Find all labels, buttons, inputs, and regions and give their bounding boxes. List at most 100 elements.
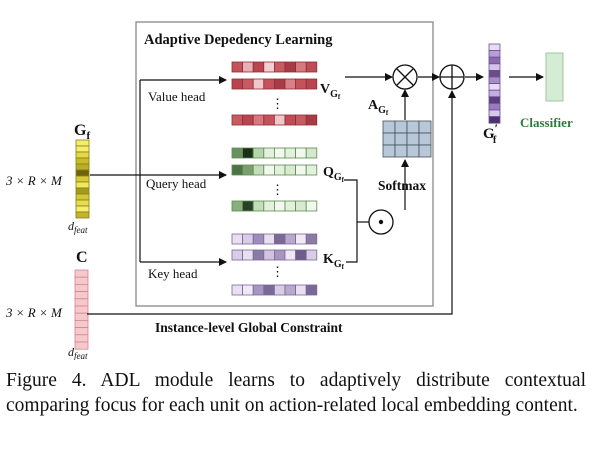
attention-cell <box>418 132 432 146</box>
query-embeddings <box>231 147 318 212</box>
a-symbol: AGf <box>368 98 389 117</box>
query-head-label: Query head <box>146 176 207 191</box>
key-cell <box>295 284 307 296</box>
value-cell <box>273 78 286 90</box>
value-cell <box>231 78 244 90</box>
input-g-dim: dfeat <box>68 219 88 235</box>
q-symbol: QGf <box>323 165 345 184</box>
value-ellipsis: ⋮ <box>271 96 284 111</box>
input-g-label: Gf <box>74 122 90 142</box>
g-cell <box>75 181 90 189</box>
key-cell <box>231 284 244 296</box>
attention-cell <box>418 120 432 134</box>
c-cell <box>74 298 89 307</box>
key-head-label: Key head <box>148 266 198 281</box>
g-cell <box>75 193 90 201</box>
attention-cell <box>406 144 420 158</box>
value-cell <box>273 61 286 73</box>
value-head-label: Value head <box>148 89 206 104</box>
v-symbol: VGf <box>320 82 341 101</box>
query-cell <box>252 147 265 159</box>
value-cell <box>231 114 244 126</box>
key-cell <box>305 284 318 296</box>
attention-cell <box>382 120 396 134</box>
output-stack <box>488 43 501 124</box>
query-cell <box>284 147 297 159</box>
output-cell <box>488 109 501 117</box>
query-cell <box>295 147 307 159</box>
query-cell <box>273 147 286 159</box>
value-cell <box>295 78 307 90</box>
k-symbol: KGf <box>323 252 345 271</box>
value-cell <box>252 78 265 90</box>
key-cell <box>284 233 297 245</box>
branch-arrows <box>90 76 227 266</box>
c-cell <box>74 276 89 285</box>
output-cell <box>488 96 501 104</box>
output-cell <box>488 56 501 65</box>
g-cell <box>75 175 90 183</box>
value-cell <box>263 114 275 126</box>
key-cell <box>231 233 244 245</box>
value-cell <box>252 114 265 126</box>
key-cell <box>273 249 286 261</box>
key-cell <box>242 249 254 261</box>
g-cell <box>75 199 90 207</box>
value-cell <box>242 78 254 90</box>
g-cell <box>75 151 90 159</box>
query-cell <box>305 164 318 176</box>
query-cell <box>242 147 254 159</box>
attention-matrix <box>382 120 432 158</box>
key-cell <box>242 233 254 245</box>
qk-connectors <box>87 73 544 315</box>
c-cell <box>74 341 89 350</box>
key-cell <box>273 284 286 296</box>
classifier-label: Classifier <box>520 115 573 130</box>
c-cell <box>74 291 89 300</box>
key-cell <box>305 249 318 261</box>
output-cell <box>488 70 501 78</box>
key-ellipsis: ⋮ <box>271 264 284 279</box>
query-cell <box>295 200 307 212</box>
value-cell <box>273 114 286 126</box>
c-cell <box>74 305 89 314</box>
constraint-label: Instance-level Global Constraint <box>155 320 343 335</box>
key-cell <box>295 249 307 261</box>
value-cell <box>284 61 297 73</box>
g-cell <box>75 139 90 147</box>
c-cell <box>74 269 89 278</box>
value-cell <box>242 61 254 73</box>
query-cell <box>284 164 297 176</box>
c-cell <box>74 283 89 292</box>
attention-cell <box>394 132 408 146</box>
value-cell <box>263 61 275 73</box>
module-title: Adaptive Depedency Learning <box>144 32 333 48</box>
key-cell <box>252 249 265 261</box>
g-cell <box>75 157 90 165</box>
figure-caption: Figure 4. ADL module learns to adaptivel… <box>6 370 586 416</box>
attention-cell <box>382 144 396 158</box>
query-cell <box>263 200 275 212</box>
value-cell <box>295 114 307 126</box>
query-cell <box>284 200 297 212</box>
value-cell <box>242 114 254 126</box>
value-cell <box>305 114 318 126</box>
key-cell <box>263 233 275 245</box>
g-cell <box>75 205 90 213</box>
key-cell <box>273 233 286 245</box>
output-cell <box>488 103 501 111</box>
attention-cell <box>406 132 420 146</box>
output-cell <box>488 43 501 51</box>
output-cell <box>488 76 501 84</box>
g-cell <box>75 163 90 171</box>
g-cell <box>75 211 90 219</box>
value-cell <box>252 61 265 73</box>
value-cell <box>231 61 244 73</box>
output-cell <box>488 116 501 124</box>
key-cell <box>295 233 307 245</box>
key-cell <box>284 249 297 261</box>
multiply-icon <box>392 64 418 90</box>
query-cell <box>305 200 318 212</box>
g-cell <box>75 169 90 177</box>
output-cell <box>488 63 501 71</box>
